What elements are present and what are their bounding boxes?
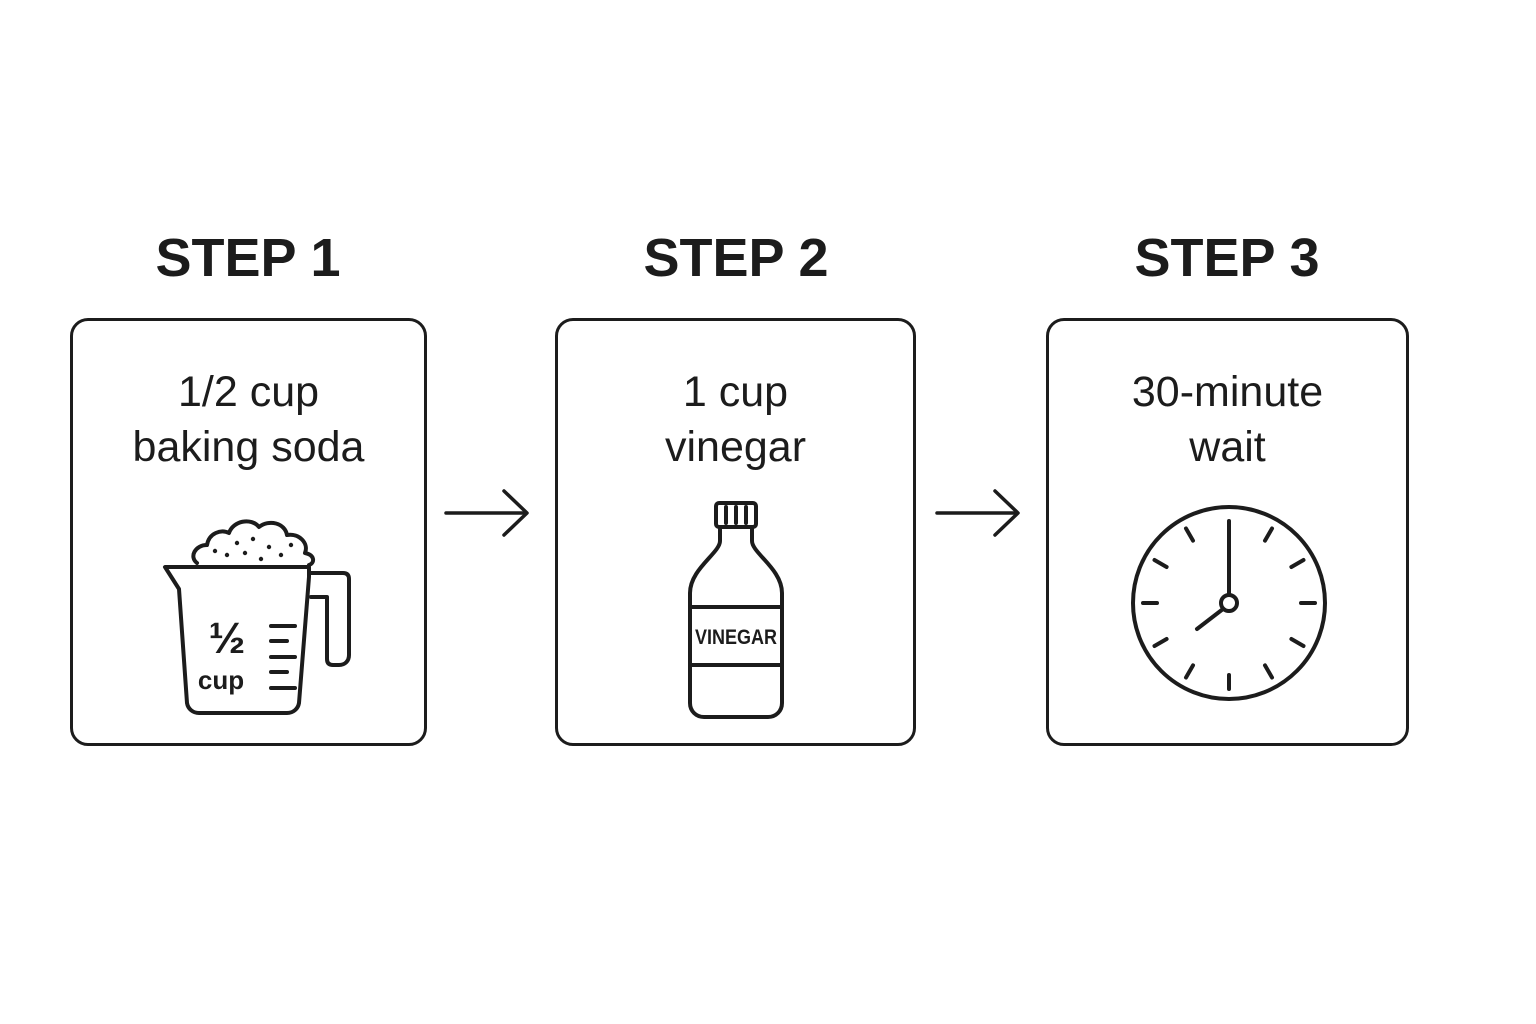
arrow-right-icon bbox=[935, 489, 1020, 537]
step-3-text: 30-minute wait bbox=[1049, 365, 1406, 475]
bottle-label-text: VINEGAR bbox=[695, 626, 777, 649]
step-2-title: STEP 2 bbox=[643, 228, 829, 288]
vinegar-bottle-icon: VINEGAR bbox=[688, 501, 784, 719]
step-1-card: 1/2 cup baking soda bbox=[70, 318, 427, 746]
arrow-right-icon bbox=[444, 489, 529, 537]
step-3-card: 30-minute wait bbox=[1046, 318, 1409, 746]
step-1-ingredient: baking soda bbox=[132, 423, 365, 471]
step-3-action: wait bbox=[1189, 423, 1266, 471]
step-1-text: 1/2 cup baking soda bbox=[73, 365, 424, 475]
step-2-ingredient: vinegar bbox=[664, 423, 807, 471]
step-2-quantity: 1 cup bbox=[682, 368, 789, 416]
measuring-cup-unit: cup bbox=[198, 665, 244, 695]
step-2-text: 1 cup vinegar bbox=[558, 365, 913, 475]
step-2-card: 1 cup vinegar VINEGAR bbox=[555, 318, 916, 746]
step-1-title: STEP 1 bbox=[155, 228, 341, 288]
clock-icon bbox=[1131, 505, 1327, 701]
measuring-cup-icon: ½ cup bbox=[163, 519, 351, 715]
measuring-cup-fraction: ½ bbox=[209, 614, 246, 663]
step-3-duration: 30-minute bbox=[1131, 368, 1324, 416]
step-3-title: STEP 3 bbox=[1134, 228, 1320, 288]
step-1-quantity: 1/2 cup bbox=[177, 368, 320, 416]
